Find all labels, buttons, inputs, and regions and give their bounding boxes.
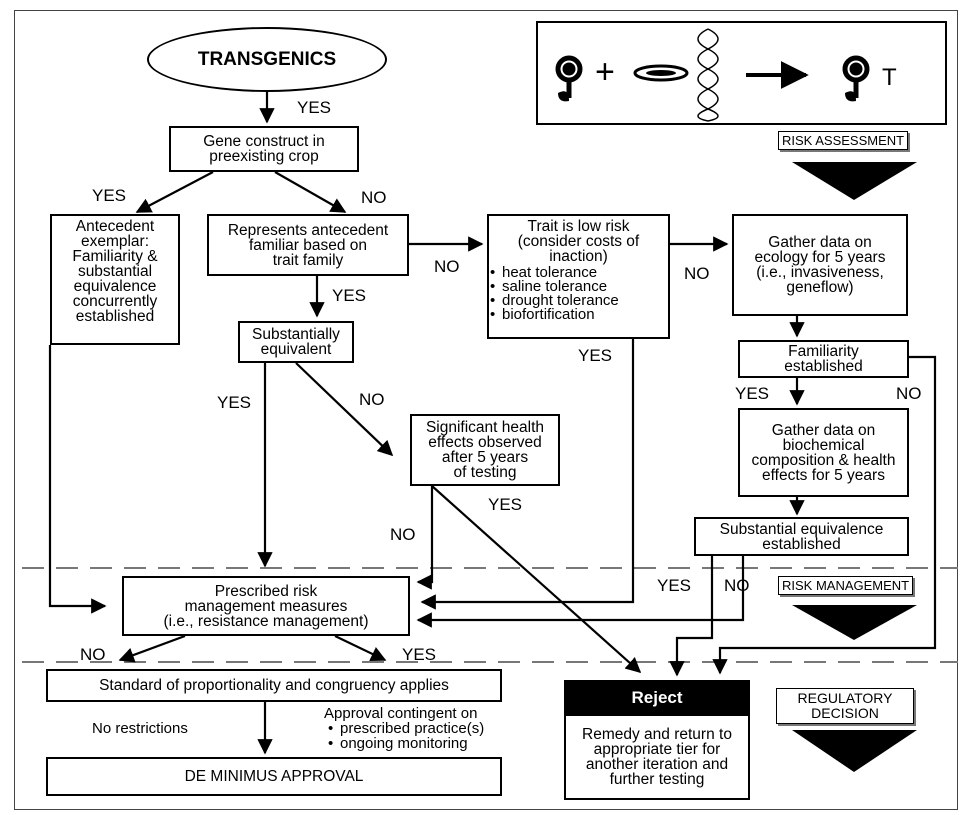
- familiarity-established-box: Familiarity established: [738, 340, 909, 378]
- gene-construct-box: Gene construct in preexisting crop: [169, 126, 359, 172]
- edge-gene-exemplar: [135, 171, 214, 213]
- edge-gene-represents: [274, 171, 347, 213]
- trait-example: saline tolerance: [502, 279, 619, 294]
- risk-assessment-arrow: [792, 162, 917, 200]
- reject-title: Reject: [564, 680, 750, 716]
- edge-label-no: NO: [390, 525, 416, 544]
- edge-label-no: NO: [684, 264, 710, 283]
- transgenic-marker: T: [882, 64, 897, 91]
- edge-subeqest-reject: [669, 556, 714, 677]
- no-restrictions-text: No restrictions: [92, 720, 188, 737]
- risk-management-arrow: [792, 605, 917, 640]
- leaf-icon: [558, 91, 569, 102]
- prescribed-risk-management-box: Prescribed risk management measures (i.e…: [122, 576, 410, 636]
- plant-icon: [555, 55, 583, 98]
- edge-label-no: NO: [359, 390, 385, 409]
- reject-remedy-box: Remedy and return to appropriate tier fo…: [564, 714, 750, 800]
- approval-contingent-title: Approval contingent on: [324, 705, 478, 722]
- substantially-equivalent-box: Substantially equivalent: [238, 321, 354, 363]
- de-minimus-approval-box: DE MINIMUS APPROVAL: [46, 757, 502, 796]
- gather-ecology-box: Gather data on ecology for 5 years (i.e.…: [732, 214, 908, 316]
- dna-helix-icon: [697, 28, 719, 122]
- trait-example: drought tolerance: [502, 293, 619, 308]
- edge-prescribed-no: [118, 634, 186, 663]
- edge-subeq-health: [295, 362, 394, 457]
- risk-management-tag: RISK MANAGEMENT: [778, 576, 914, 595]
- risk-assessment-tag: RISK ASSESSMENT: [778, 131, 909, 150]
- edge-label-yes: YES: [402, 645, 437, 664]
- edge-label-yes: YES: [735, 384, 770, 403]
- illustration-art: + T: [555, 28, 897, 122]
- edge-label-yes: YES: [92, 186, 127, 205]
- edge-label-yes: YES: [217, 393, 252, 412]
- plasmid-icon: [633, 64, 689, 82]
- edge-trait-prescribed: [420, 339, 635, 610]
- edge-label-yes: YES: [657, 576, 692, 595]
- edge-label-no: NO: [434, 257, 460, 276]
- edge-label-yes: YES: [297, 98, 332, 117]
- edge-label-no: NO: [724, 576, 750, 595]
- edge-subeqest-prescribed: [416, 556, 745, 628]
- edge-label-yes: YES: [332, 286, 367, 305]
- trait-example: heat tolerance: [502, 265, 619, 280]
- edge-health-reject: [431, 485, 642, 674]
- represents-antecedent-box: Represents antecedent familiar based on …: [207, 214, 409, 276]
- approval-condition: prescribed practice(s): [340, 721, 484, 736]
- regulatory-decision-arrow: [792, 730, 917, 772]
- regulatory-decision-tag: REGULATORY DECISION: [776, 688, 914, 724]
- edge-exemplar-prescribed: [48, 345, 107, 614]
- transgenic-plant-icon: [842, 55, 870, 98]
- edge-familiarity-reject: [712, 355, 937, 675]
- substantial-equivalence-established-box: Substantial equivalence established: [694, 517, 909, 556]
- antecedent-exemplar-box: Antecedent exemplar: Familiarity & subst…: [50, 214, 180, 345]
- transgenic-illustration: + T: [536, 21, 947, 125]
- edge-label-no: NO: [80, 645, 106, 664]
- edge-label-yes: YES: [488, 495, 523, 514]
- approval-contingent-list: prescribed practice(s) ongoing monitorin…: [340, 721, 484, 751]
- standard-proportionality-box: Standard of proportionality and congruen…: [46, 669, 502, 702]
- edge-label-yes: YES: [578, 346, 613, 365]
- trait-examples-list: heat tolerance saline tolerance drought …: [502, 265, 619, 322]
- trait-low-risk-title: Trait is low risk (consider costs of ina…: [517, 218, 640, 265]
- edge-prescribed-yes: [334, 635, 387, 661]
- plus-sign: +: [595, 53, 615, 91]
- gather-biochemical-box: Gather data on biochemical composition &…: [738, 408, 909, 497]
- transgenics-start-node: TRANSGENICS: [147, 27, 387, 92]
- edge-label-no: NO: [896, 384, 922, 403]
- diagram-frame: [14, 10, 958, 810]
- significant-health-effects-box: Significant health effects observed afte…: [410, 414, 560, 486]
- approval-condition: ongoing monitoring: [340, 736, 484, 751]
- edge-health-prescribed: [416, 484, 434, 590]
- trait-example: biofortification: [502, 307, 619, 322]
- edge-label-no: NO: [361, 188, 387, 207]
